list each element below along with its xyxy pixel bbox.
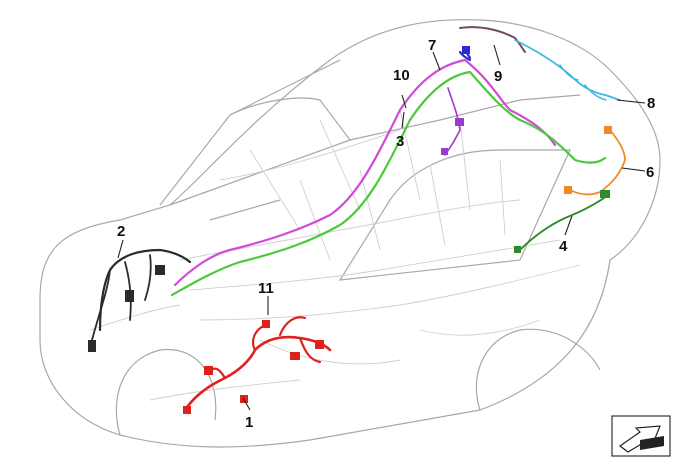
harness-9 xyxy=(459,26,526,53)
callout-4: 4 xyxy=(559,238,568,255)
interior-structure xyxy=(89,109,581,401)
harness-4 xyxy=(514,190,610,253)
harness-7 xyxy=(458,46,472,62)
callout-8: 8 xyxy=(647,95,655,112)
callout-7: 7 xyxy=(428,37,436,54)
callout-labels: 1 2 3 4 6 7 8 9 10 11 xyxy=(117,37,655,431)
callout-2: 2 xyxy=(117,223,125,240)
harness-2 xyxy=(88,248,192,352)
harness-purple-branch xyxy=(441,87,464,156)
callout-3: 3 xyxy=(396,133,404,150)
harness-6 xyxy=(564,126,626,196)
harness-3 xyxy=(170,70,607,297)
car-body xyxy=(39,19,661,448)
callout-11: 11 xyxy=(258,280,274,297)
view-direction-arrow-icon xyxy=(611,415,671,457)
harness-1 xyxy=(183,316,332,414)
callout-10: 10 xyxy=(393,67,410,84)
callout-6: 6 xyxy=(646,164,654,181)
leader-lines xyxy=(117,44,646,411)
callout-9: 9 xyxy=(494,68,502,85)
harness-8 xyxy=(514,39,621,101)
callout-1: 1 xyxy=(245,414,253,431)
harness-10 xyxy=(173,58,557,287)
